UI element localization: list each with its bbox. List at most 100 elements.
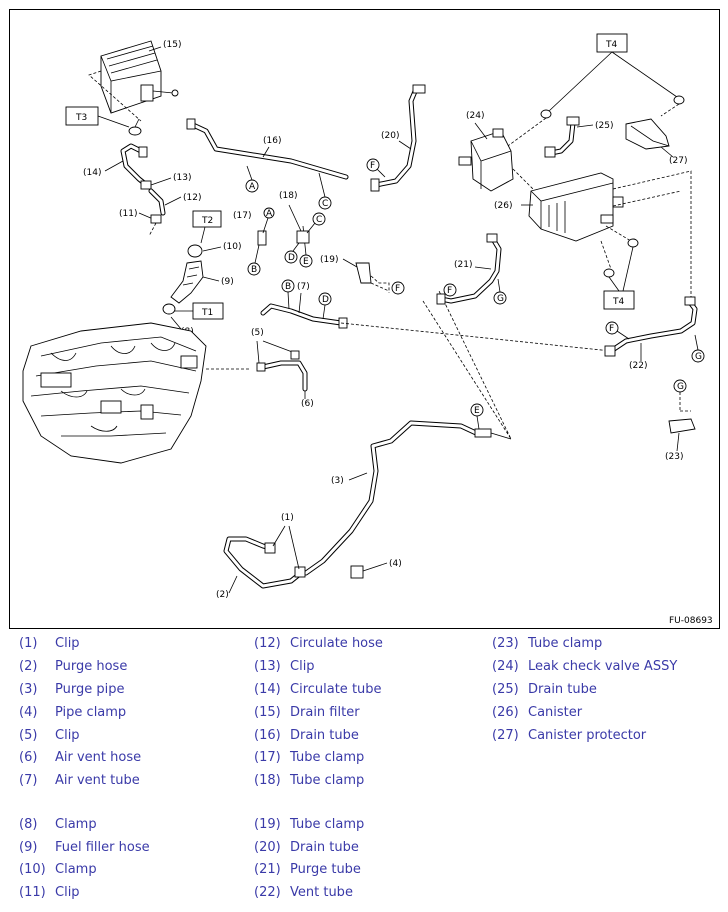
legend-part-name: Leak check valve ASSY [528, 659, 678, 674]
legend-number: (22) [254, 885, 281, 900]
legend-part-name: Purge tube [290, 862, 361, 877]
legend-item: (7) Air vent tube [19, 773, 140, 788]
tube-clamp-19: F [355, 262, 405, 295]
legend-number: (2) [19, 659, 38, 674]
legend-part-name: Clip [55, 885, 80, 900]
legend-number: (19) [254, 817, 281, 832]
callout-22: (22) [629, 361, 647, 371]
legend-item: (18)Tube clamp [254, 773, 364, 788]
legend-part-name: Clip [55, 728, 80, 743]
legend-number: (1) [19, 636, 38, 651]
drain-filter [88, 40, 179, 122]
legend-number: (4) [19, 705, 38, 720]
legend-item: (27)Canister protector [492, 728, 646, 743]
connector-f-20: F [366, 158, 386, 178]
legend-part-name: Clip [290, 659, 315, 674]
drain-tube-25 [544, 116, 580, 158]
drain-tube-16 [186, 118, 349, 180]
legend-item: (5)Clip [19, 728, 80, 743]
svg-text:A: A [249, 182, 256, 192]
circulate-hose [148, 188, 166, 216]
legend-number: (16) [254, 728, 281, 743]
legend-number: (10) [19, 862, 46, 877]
legend-number: (7) [19, 773, 38, 788]
legend-part-name: Circulate tube [290, 682, 382, 697]
callout-11: (11) [119, 209, 137, 219]
pipe-clamp [350, 565, 364, 579]
callout-14: (14) [83, 168, 101, 178]
t3-label: T3 [75, 113, 87, 123]
legend-number: (6) [19, 750, 38, 765]
bolt-t4-a [540, 109, 552, 119]
callout-21: (21) [454, 260, 472, 270]
legend-item: (2) Purge hose [19, 659, 127, 674]
callout-19: (19) [320, 255, 338, 265]
callout-24: (24) [466, 111, 484, 121]
callout-5: (5) [251, 328, 264, 338]
legend-number: (23) [492, 636, 519, 651]
t2-box [192, 210, 222, 228]
legend-item: (10)Clamp [19, 862, 97, 877]
connector-f-21: F [443, 283, 457, 297]
vent-tube-22 [604, 296, 698, 357]
connector-g-22: G [691, 334, 705, 363]
legend-number: (14) [254, 682, 281, 697]
callout-17: (17) [233, 211, 251, 221]
callout-2: (2) [216, 590, 229, 600]
svg-text:D: D [322, 295, 329, 305]
legend-number: (12) [254, 636, 281, 651]
legend-number: (9) [19, 840, 38, 855]
legend-number: (15) [254, 705, 281, 720]
legend-item: (21) Purge tube [254, 862, 361, 877]
legend-part-name: Air vent tube [55, 773, 140, 788]
t2-label: T2 [201, 216, 213, 226]
callout-16: (16) [263, 136, 281, 146]
legend-item: (3)Purge pipe [19, 682, 124, 697]
legend-item: (1) Clip [19, 636, 80, 651]
legend-item: (8)Clamp [19, 817, 97, 832]
callout-7: (7) [297, 282, 310, 292]
legend-part-name: Tube clamp [528, 636, 603, 651]
legend-item: (12)Circulate hose [254, 636, 383, 651]
legend-number: (27) [492, 728, 519, 743]
legend-number: (13) [254, 659, 281, 674]
legend-item: (26)Canister [492, 705, 582, 720]
drain-tube-20 [370, 84, 426, 192]
callout-9: (9) [221, 277, 234, 287]
connector-g-21: G [493, 278, 507, 305]
legend-item: (16)Drain tube [254, 728, 359, 743]
connector-e-pipe: E [470, 403, 484, 430]
callout-3: (3) [331, 476, 344, 486]
legend-number: (17) [254, 750, 281, 765]
svg-text:E: E [474, 406, 480, 416]
legend-item: (19) Tube clamp [254, 817, 364, 832]
clip-13 [140, 180, 152, 190]
legend-part-name: Purge pipe [55, 682, 125, 697]
clip-11 [148, 214, 162, 237]
legend-part-name: Purge hose [55, 659, 128, 674]
svg-text:C: C [322, 199, 328, 209]
legend-number: (8) [19, 817, 38, 832]
legend-number: (11) [19, 885, 46, 900]
legend-item: (13) Clip [254, 659, 315, 674]
callout-26: (26) [494, 201, 512, 211]
bolt-t4-b [673, 95, 685, 105]
fuel-tank [22, 322, 207, 464]
legend-part-name: Tube clamp [290, 817, 365, 832]
callout-23: (23) [665, 452, 683, 462]
callout-12: (12) [183, 193, 201, 203]
legend-part-name: Tube clamp [290, 773, 365, 788]
legend-item: (14) Circulate tube [254, 682, 382, 697]
legend-item: (22)Vent tube [254, 885, 353, 900]
legend-number: (20) [254, 840, 281, 855]
purge-pipe [303, 420, 512, 576]
legend-number: (21) [254, 862, 281, 877]
connector-f-22: F [605, 321, 630, 340]
legend-part-name: Drain tube [290, 840, 359, 855]
connector-b-7: B [281, 279, 295, 293]
legend-item: (11) Clip [19, 885, 80, 900]
figure-code: FU-08693 [669, 616, 713, 626]
legend-number: (26) [492, 705, 519, 720]
legend-part-name: Clip [55, 636, 80, 651]
callout-10: (10) [223, 242, 241, 252]
